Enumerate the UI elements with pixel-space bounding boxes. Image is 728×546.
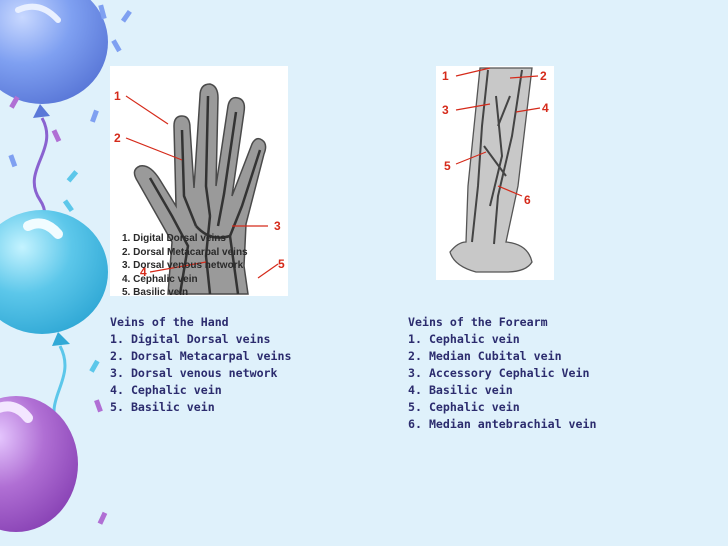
forearm-marker-6: 6: [524, 193, 531, 207]
hand-marker-1: 1: [114, 89, 121, 103]
caption-title: Veins of the Forearm: [408, 315, 548, 329]
forearm-marker-1: 1: [442, 69, 449, 83]
caption-item: 3. Accessory Cephalic Vein: [408, 366, 590, 380]
hand-vein-illustration: 1 2 3 4 5: [110, 66, 288, 296]
caption-item: 5. Basilic vein: [110, 400, 215, 414]
legend-item: 3. Dorsal venous network: [122, 260, 244, 271]
caption-item: 4. Cephalic vein: [110, 383, 222, 397]
forearm-marker-3: 3: [442, 103, 449, 117]
forearm-vein-illustration: 1 2 3 4 5 6: [436, 66, 554, 280]
forearm-marker-2: 2: [540, 69, 547, 83]
hand-marker-3: 3: [274, 219, 281, 233]
legend-item: 4. Cephalic vein: [122, 273, 198, 285]
legend-item: 2. Dorsal Metacarpal veins: [122, 246, 248, 258]
caption-item: 2. Median Cubital vein: [408, 349, 562, 363]
forearm-caption: Veins of the Forearm 1. Cephalic vein 2.…: [408, 314, 596, 433]
caption-title: Veins of the Hand: [110, 315, 229, 329]
caption-item: 5. Cephalic vein: [408, 400, 520, 414]
confetti: [8, 4, 132, 168]
forearm-marker-5: 5: [444, 159, 451, 173]
legend-item: 5. Basilic vein: [122, 287, 189, 298]
purple-balloon: [0, 396, 78, 532]
hand-caption: Veins of the Hand 1. Digital Dorsal vein…: [110, 314, 291, 416]
caption-item: 4. Basilic vein: [408, 383, 513, 397]
caption-item: 2. Dorsal Metacarpal veins: [110, 349, 292, 363]
caption-item: 6. Median antebrachial vein: [408, 417, 597, 431]
hand-drawing: 1 2 3 4 5: [114, 83, 285, 295]
hand-marker-5: 5: [278, 257, 285, 271]
hand-marker-2: 2: [114, 131, 121, 145]
hand-figure-legend: 1. Digital Dorsal veins 2. Dorsal Metaca…: [122, 232, 248, 300]
caption-item: 3. Dorsal venous network: [110, 366, 278, 380]
forearm-marker-4: 4: [542, 101, 549, 115]
forearm-drawing: 1 2 3 4 5 6: [442, 67, 549, 273]
caption-item: 1. Cephalic vein: [408, 332, 520, 346]
caption-item: 1. Digital Dorsal veins: [110, 332, 271, 346]
hand-marker-4: 4: [140, 265, 147, 279]
legend-item: 1. Digital Dorsal veins: [122, 233, 226, 244]
